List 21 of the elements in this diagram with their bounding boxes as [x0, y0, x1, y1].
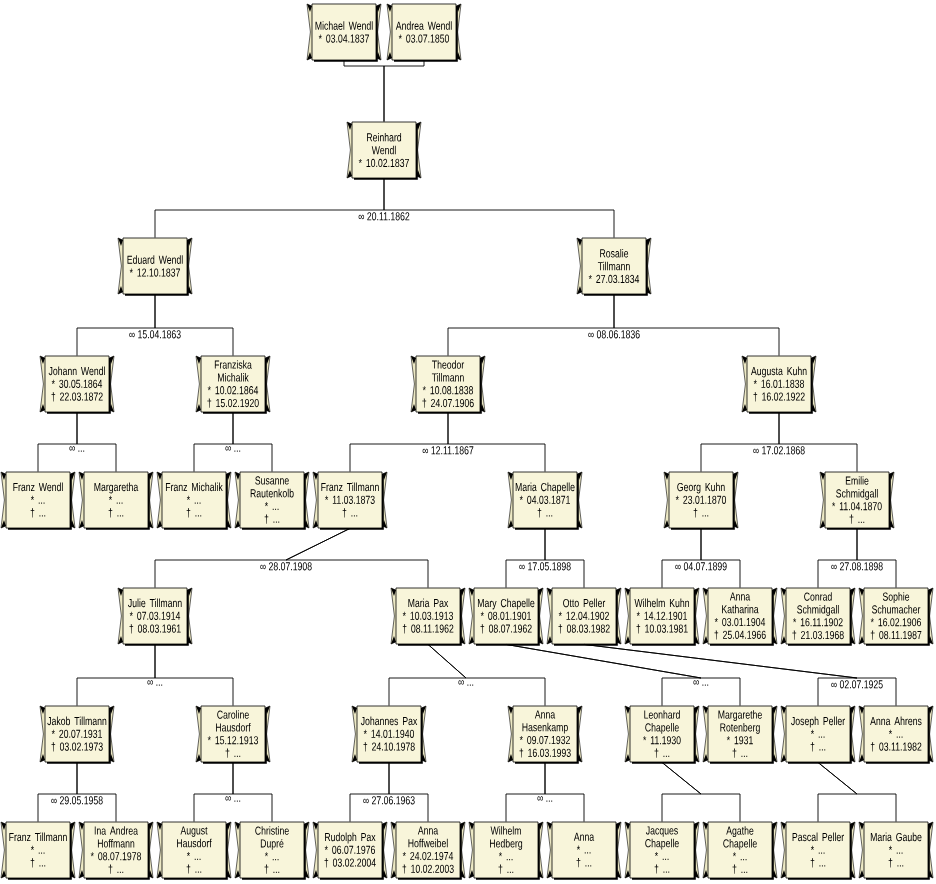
connector — [388, 761, 429, 823]
connector — [661, 761, 741, 823]
connector — [544, 761, 585, 823]
connector — [544, 527, 585, 589]
connector — [856, 527, 897, 589]
connector — [285, 527, 429, 589]
connector — [817, 761, 897, 823]
connector — [505, 643, 741, 707]
connector — [76, 761, 117, 823]
connector — [427, 643, 546, 707]
connector — [232, 761, 273, 823]
connector — [154, 293, 234, 357]
connector — [613, 293, 780, 357]
connector — [154, 643, 234, 707]
connector — [447, 411, 546, 473]
connector — [778, 411, 858, 473]
connector — [76, 411, 117, 473]
connector — [232, 411, 273, 473]
connector — [383, 177, 615, 239]
connector — [383, 59, 425, 123]
connector — [700, 527, 741, 589]
